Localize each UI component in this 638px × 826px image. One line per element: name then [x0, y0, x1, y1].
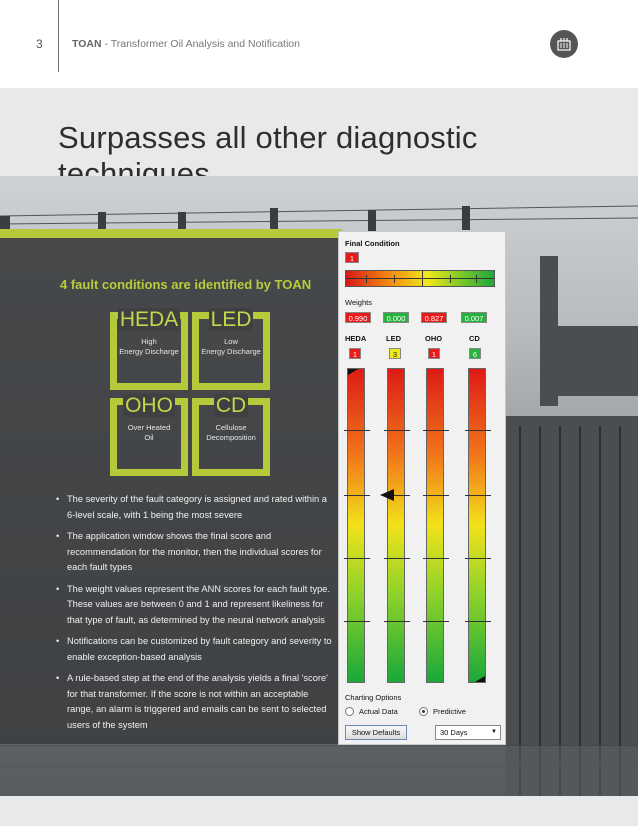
chevron-down-icon: ▼ — [491, 729, 497, 735]
toan-app-window: Final Condition 1 Weights 0.990 0.000 0.… — [338, 231, 506, 745]
fault-abbr: LED — [208, 308, 254, 331]
footer-band — [0, 796, 638, 826]
page-header: 3 TOAN - Transformer Oil Analysis and No… — [0, 0, 638, 88]
header-divider — [58, 0, 59, 72]
list-item: A rule-based step at the end of the anal… — [56, 671, 336, 733]
list-item: The application window shows the final s… — [56, 529, 336, 576]
fault-desc-line: Oil — [144, 433, 154, 442]
header-subtitle: - Transformer Oil Analysis and Notificat… — [101, 38, 300, 50]
show-defaults-button[interactable]: Show Defaults — [345, 725, 407, 740]
page-number: 3 — [36, 37, 43, 51]
fault-desc-line: Energy Discharge — [201, 347, 261, 356]
column-led: LED — [386, 334, 401, 343]
accent-bar — [0, 229, 342, 238]
list-item: The severity of the fault category is as… — [56, 492, 336, 523]
weights-label: Weights — [345, 298, 372, 307]
charting-options-label: Charting Options — [345, 693, 402, 702]
radio-predictive[interactable] — [419, 707, 428, 716]
period-value: 30 Days — [440, 728, 468, 737]
gauge-led — [380, 368, 410, 683]
gauge-oho — [423, 368, 449, 683]
radio-actual-data[interactable] — [345, 707, 354, 716]
radio-actual-label: Actual Data — [359, 707, 398, 716]
period-select[interactable]: 30 Days ▼ — [435, 725, 501, 740]
fault-desc-line: Low — [224, 337, 238, 346]
list-item: The weight values represent the ANN scor… — [56, 582, 336, 629]
weight-oho: 0.827 — [421, 312, 447, 323]
fault-desc-line: Energy Discharge — [119, 347, 179, 356]
column-cd: CD — [469, 334, 480, 343]
final-condition-label: Final Condition — [345, 239, 400, 248]
weight-led: 0.000 — [383, 312, 409, 323]
transformer-icon — [550, 30, 578, 58]
radio-predictive-label: Predictive — [433, 707, 466, 716]
gauge-heda — [344, 368, 370, 683]
fault-abbr: OHO — [123, 394, 175, 417]
fault-abbr: CD — [213, 394, 249, 417]
score-heda: 1 — [349, 348, 361, 359]
header-title: TOAN - Transformer Oil Analysis and Noti… — [72, 38, 300, 50]
fault-desc-line: Decomposition — [206, 433, 256, 442]
panel-heading: 4 fault conditions are identified by TOA… — [60, 277, 312, 292]
fault-desc-line: Over Heated — [127, 423, 171, 432]
header-brand: TOAN — [72, 38, 102, 50]
feature-list: The severity of the fault category is as… — [56, 492, 336, 739]
weight-heda: 0.990 — [345, 312, 371, 323]
final-condition-gauge — [345, 270, 495, 287]
fault-desc-line: Cellulose — [215, 423, 247, 432]
score-led: 3 — [389, 348, 401, 359]
column-heda: HEDA — [345, 334, 367, 343]
score-cd: 6 — [469, 348, 481, 359]
gauge-cd — [465, 368, 491, 683]
fault-abbr: HEDA — [117, 308, 181, 331]
list-item: Notifications can be customized by fault… — [56, 634, 336, 665]
column-oho: OHO — [425, 334, 443, 343]
weight-cd: 0.007 — [461, 312, 487, 323]
title-band: Surpasses all other diagnostic technique… — [0, 88, 638, 191]
score-oho: 1 — [428, 348, 440, 359]
final-condition-value: 1 — [345, 252, 359, 263]
fault-desc-line: High — [141, 337, 157, 346]
